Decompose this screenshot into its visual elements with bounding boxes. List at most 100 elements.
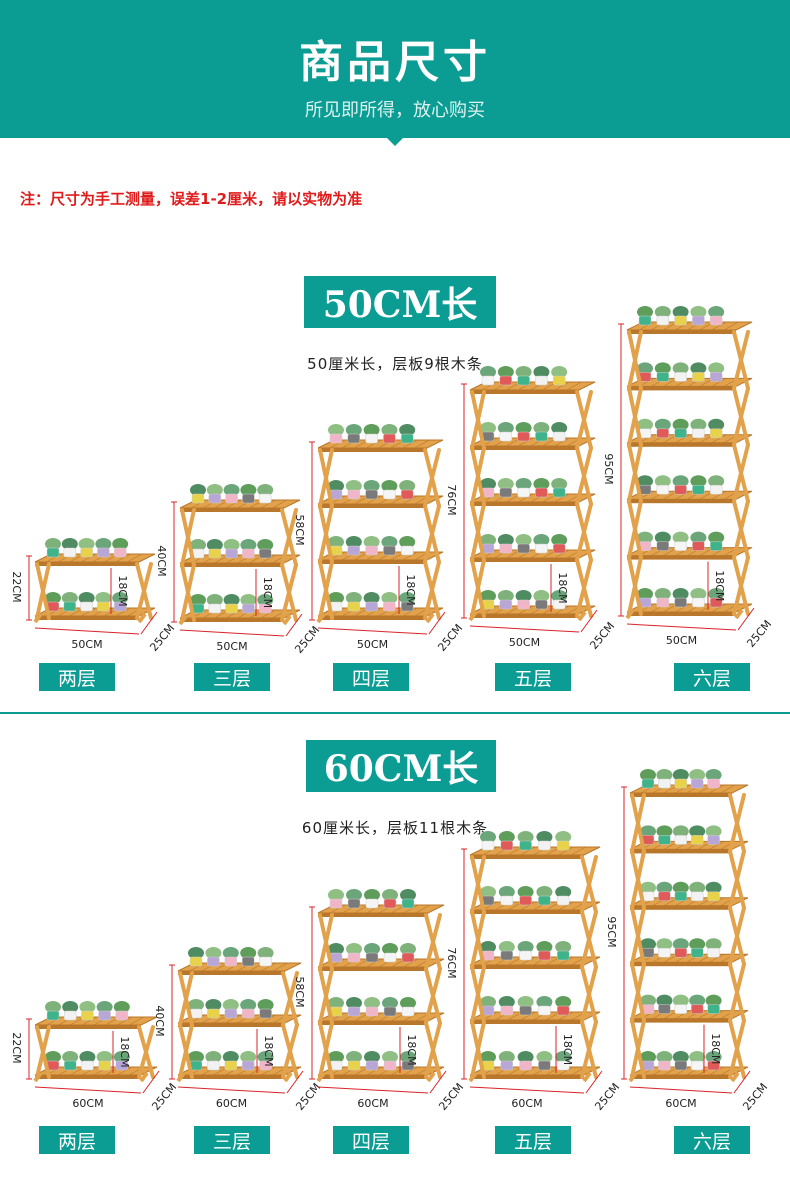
plant [672, 588, 689, 600]
plant [61, 592, 78, 604]
frame-leg [470, 1020, 486, 1079]
pot [63, 1060, 77, 1071]
frame-leg [732, 442, 750, 504]
plant [363, 424, 380, 436]
plant [240, 484, 257, 496]
frame-leg [424, 1021, 442, 1079]
pot [656, 315, 670, 326]
pot [556, 895, 570, 906]
plant [190, 539, 206, 551]
tier-label: 三层 [194, 1126, 270, 1154]
plant [400, 943, 416, 955]
plant [363, 536, 380, 548]
section-50-badge: 50CM长 [304, 276, 496, 328]
pot [400, 433, 414, 444]
width-label: 50CM [509, 636, 540, 649]
width-label: 60CM [72, 1097, 103, 1110]
pot [347, 1060, 361, 1071]
plant [328, 536, 344, 548]
shelf-edge [178, 971, 285, 975]
pot [500, 840, 514, 851]
pot [674, 372, 687, 382]
frame-leg [470, 910, 486, 969]
pot [674, 778, 688, 789]
plant [190, 484, 206, 496]
pot [500, 950, 514, 961]
pot [347, 489, 361, 500]
pot [365, 1006, 379, 1017]
pot [115, 1060, 129, 1071]
plant [400, 997, 416, 1009]
plant [517, 941, 534, 953]
pot [208, 603, 222, 614]
pot [81, 1010, 94, 1021]
height-label: 22CM [10, 571, 23, 602]
height-label: 58CM [293, 976, 306, 1007]
pot [692, 484, 705, 495]
plant [363, 480, 380, 492]
header-notch [387, 138, 403, 146]
plant [515, 534, 532, 546]
frame-leg [575, 502, 593, 562]
plant [705, 881, 722, 894]
plant [346, 997, 362, 1009]
plant [382, 1051, 398, 1063]
shelf-edge [318, 967, 428, 971]
pot [401, 952, 415, 963]
plant [240, 947, 257, 959]
plant [399, 480, 416, 492]
frame-leg [627, 330, 643, 391]
plant [536, 1051, 553, 1063]
spacing-label: 18CM [404, 574, 417, 605]
depth-label: 25CM [587, 620, 617, 652]
plant [240, 594, 257, 606]
pot [690, 947, 704, 958]
plant [536, 941, 553, 953]
width-dimension-line [317, 627, 428, 635]
pot [208, 493, 222, 504]
tier-label: 两层 [39, 663, 115, 691]
depth-dimension-line [733, 1070, 751, 1094]
width-label: 50CM [666, 634, 697, 647]
frame-leg [35, 562, 51, 620]
plant [656, 881, 673, 894]
shelf-edge [627, 386, 736, 391]
pot [658, 947, 671, 958]
pot [707, 835, 720, 845]
pot [674, 891, 688, 902]
plant [400, 889, 416, 901]
plant [517, 886, 534, 898]
width-dimension-line [34, 627, 140, 635]
plant [497, 366, 514, 378]
frame-leg [318, 913, 334, 971]
plant [95, 592, 112, 604]
pot [552, 375, 566, 386]
pot [365, 898, 379, 909]
plant [205, 1051, 222, 1063]
pot [383, 1060, 397, 1071]
plant [480, 422, 496, 434]
pot [400, 545, 414, 556]
plant [640, 994, 656, 1007]
plant [498, 886, 515, 898]
plant [96, 1051, 113, 1063]
plant [551, 478, 568, 490]
shelf-edge [180, 618, 284, 622]
plant [551, 534, 568, 546]
frame-leg [318, 448, 334, 508]
frame-leg [318, 1021, 334, 1079]
plant [328, 889, 344, 901]
shelf-edge [470, 446, 579, 450]
plant [640, 825, 656, 838]
depth-label: 25CM [744, 618, 774, 650]
frame-leg [575, 558, 593, 618]
pot [707, 947, 720, 958]
pot [242, 603, 255, 614]
pot [347, 601, 361, 612]
tier-label: 五层 [495, 1126, 571, 1154]
plant [672, 994, 689, 1007]
plant [96, 1001, 113, 1013]
width-dimension-line [179, 629, 285, 637]
pot [401, 898, 415, 909]
